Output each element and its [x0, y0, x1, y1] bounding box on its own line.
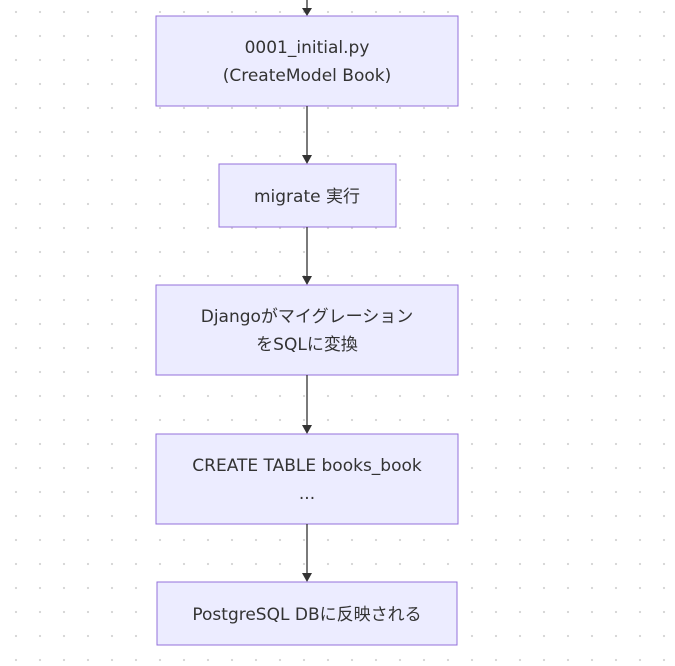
edge-migrate-to-convert: [302, 227, 312, 285]
node-convert-line-1: Djangoがマイグレーション: [201, 307, 414, 327]
node-create-table-line-2: ...: [299, 484, 315, 504]
node-reflect-label: PostgreSQL DBに反映される: [192, 605, 421, 625]
node-initial-line-1: 0001_initial.py: [245, 38, 370, 58]
node-create-table[interactable]: CREATE TABLE books_book ...: [155, 433, 459, 525]
node-migrate-label: migrate 実行: [254, 187, 360, 207]
edge-incoming: [302, 0, 312, 16]
edge-initial-to-migrate: [302, 106, 312, 164]
node-reflect-to-db[interactable]: PostgreSQL DBに反映される: [156, 581, 458, 646]
edge-convert-to-create-table: [302, 375, 312, 434]
edge-create-table-to-reflect: [302, 524, 312, 582]
node-initial-line-2: (CreateModel Book): [223, 66, 392, 86]
node-initial-migration[interactable]: 0001_initial.py (CreateModel Book): [155, 15, 459, 107]
node-convert-to-sql[interactable]: Djangoがマイグレーション をSQLに変換: [155, 284, 459, 376]
node-create-table-line-1: CREATE TABLE books_book: [192, 456, 422, 476]
node-migrate[interactable]: migrate 実行: [218, 163, 397, 228]
node-convert-line-2: をSQLに変換: [256, 335, 358, 355]
